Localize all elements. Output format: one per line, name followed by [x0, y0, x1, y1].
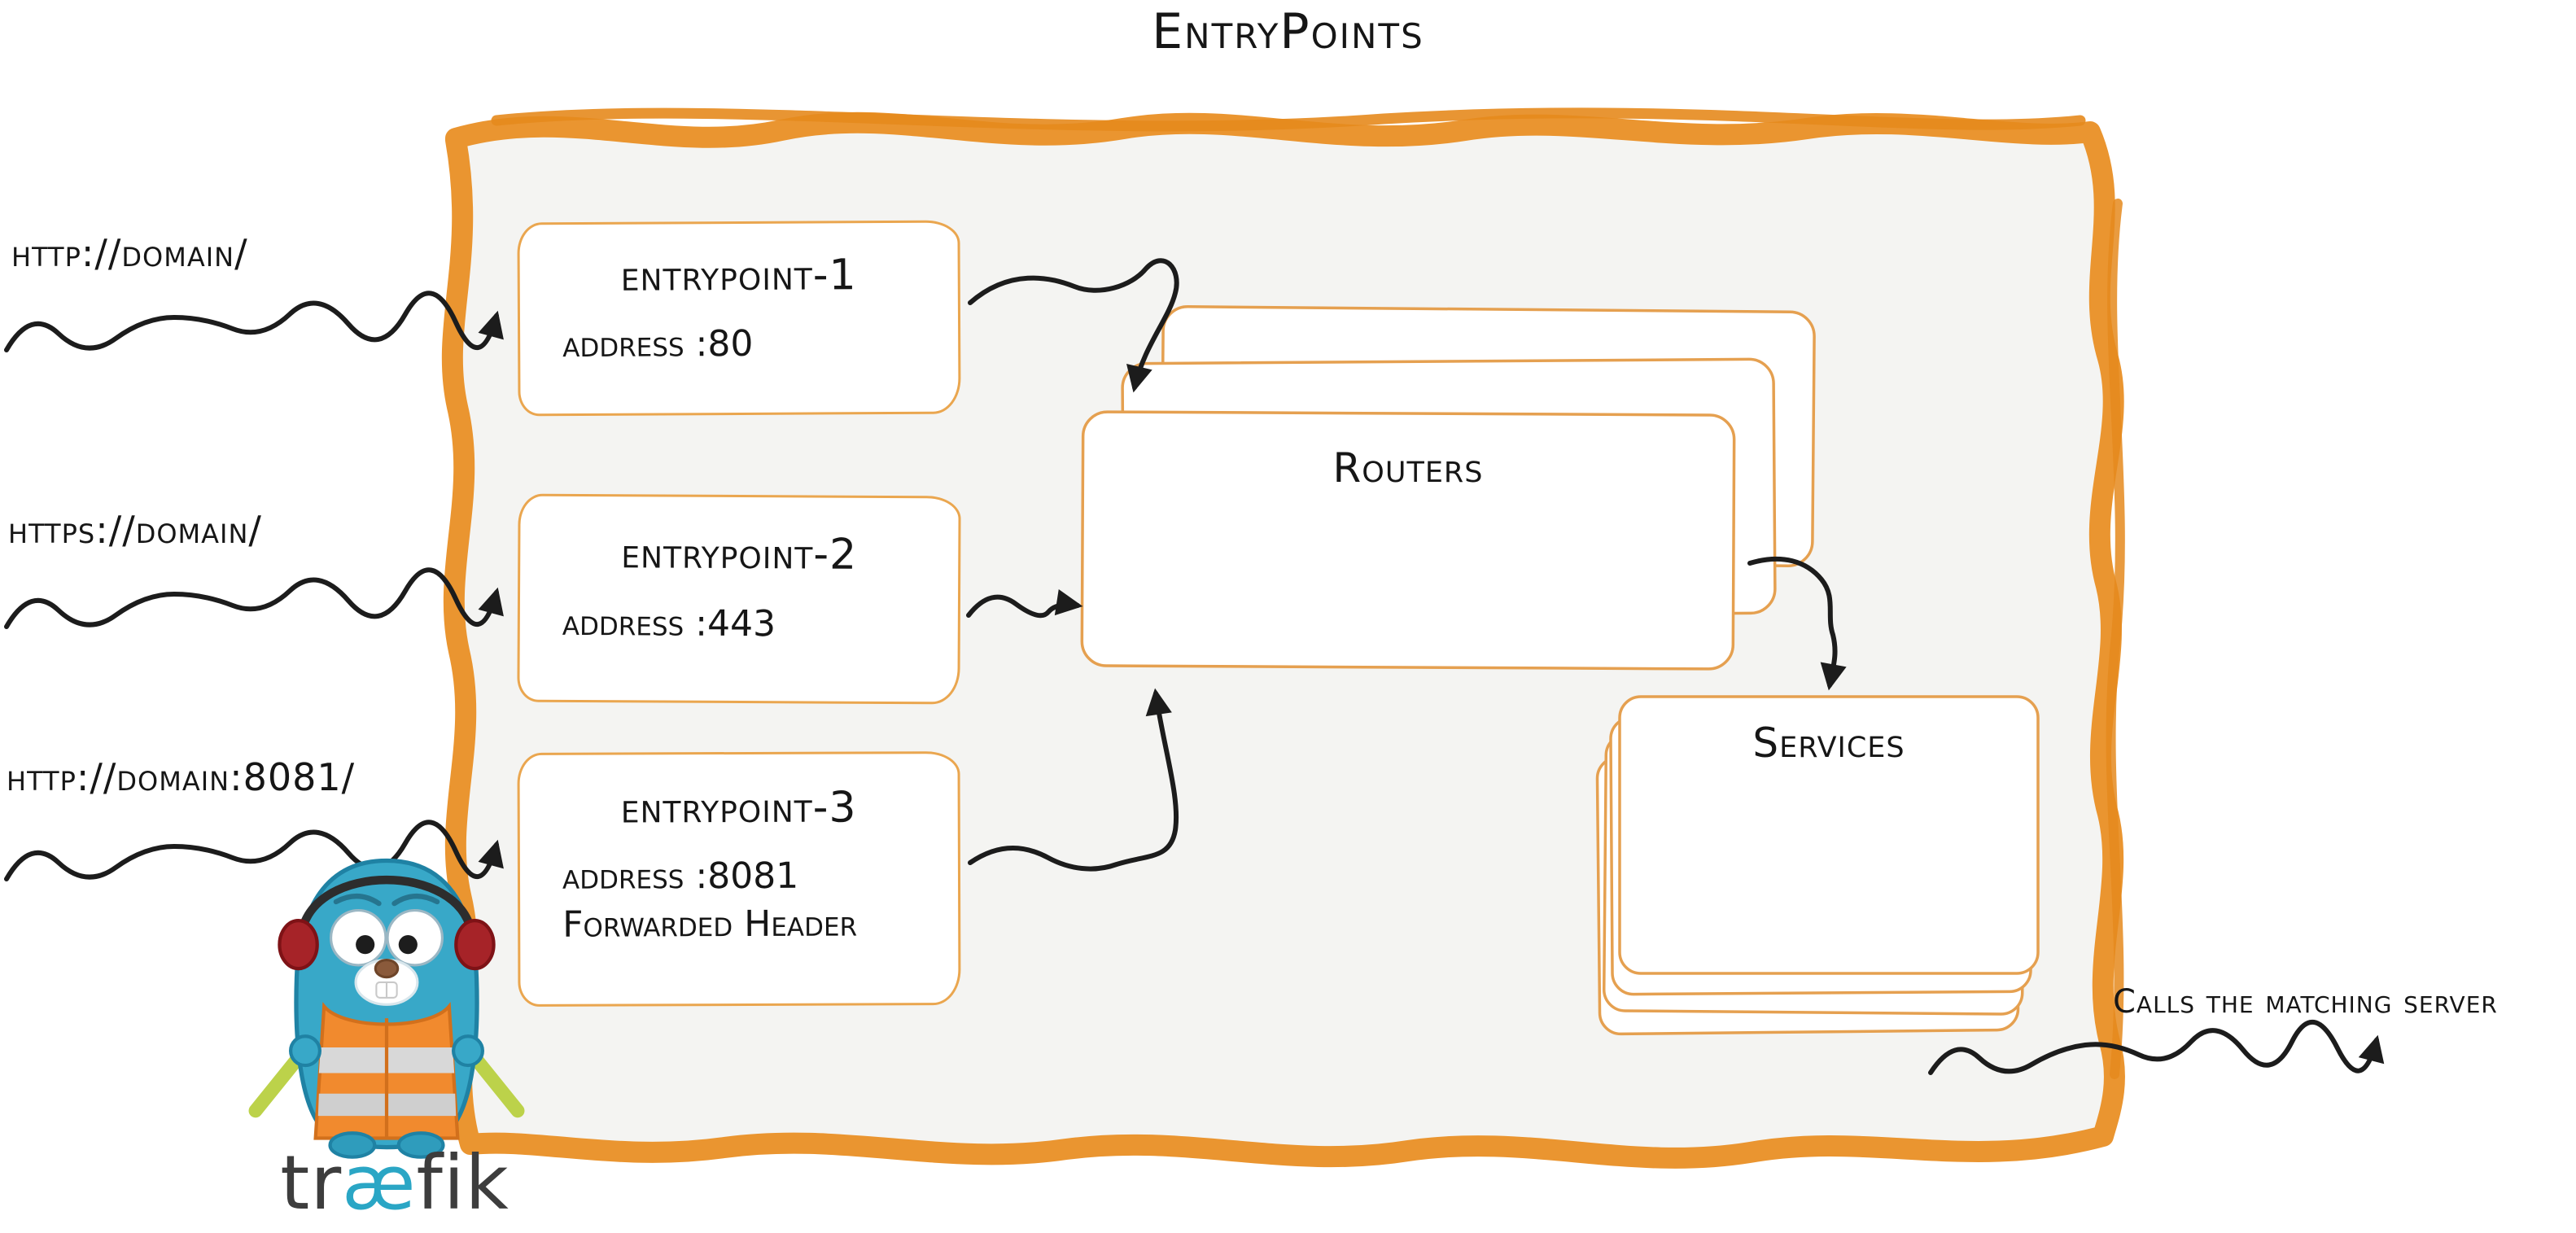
entrypoint-3-box: entrypoint-3 address :8081 Forwarded Hea…	[517, 751, 961, 1007]
arrow-request-3	[4, 820, 504, 881]
arrow-entrypoint2-to-routers	[966, 588, 1083, 619]
entrypoint-2-box: entrypoint-2 address :443	[517, 493, 961, 705]
diagram-title: EntryPoints	[1152, 3, 1424, 60]
arrow-request-2	[4, 567, 504, 629]
entrypoint-1-address: address :80	[562, 322, 754, 366]
logo-text-pre: tr	[280, 1139, 343, 1226]
entrypoint-2-name: entrypoint-2	[621, 529, 858, 579]
request-label-http-domain: http://domain/	[11, 231, 248, 275]
arrow-request-1	[4, 291, 504, 352]
entrypoint-2-address: address :443	[562, 601, 776, 645]
arrow-entrypoint3-to-routers	[968, 688, 1179, 872]
entrypoint-1-name: entrypoint-1	[620, 251, 857, 301]
routers-label: Routers	[1332, 444, 1484, 492]
services-label: Services	[1752, 719, 1905, 767]
traefik-gopher-icon	[248, 858, 525, 1159]
arrow-routers-to-services	[1747, 556, 1847, 691]
arrows	[4, 258, 2385, 1075]
request-label-http-domain-8081: http://domain:8081/	[7, 755, 356, 799]
entrypoint-3-forwarded-header: Forwarded Header	[562, 903, 858, 946]
request-label-https-domain: https://domain/	[8, 508, 262, 552]
entrypoint-3-address: address :8081	[562, 855, 799, 898]
routers-stack	[1080, 305, 1816, 671]
entrypoint-3-name: entrypoint-3	[620, 783, 857, 833]
services-stack	[1595, 695, 2040, 1036]
arrow-entrypoint1-to-routers	[968, 258, 1179, 393]
entrypoint-1-box: entrypoint-1 address :80	[517, 220, 961, 417]
calls-matching-server-label: Calls the matching server	[2113, 983, 2498, 1021]
logo-text-post: fik	[416, 1139, 510, 1226]
arrow-calls-server	[1928, 1019, 2385, 1075]
logo-text-ae: æ	[342, 1139, 417, 1226]
traefik-logo: træfik	[244, 1146, 545, 1221]
